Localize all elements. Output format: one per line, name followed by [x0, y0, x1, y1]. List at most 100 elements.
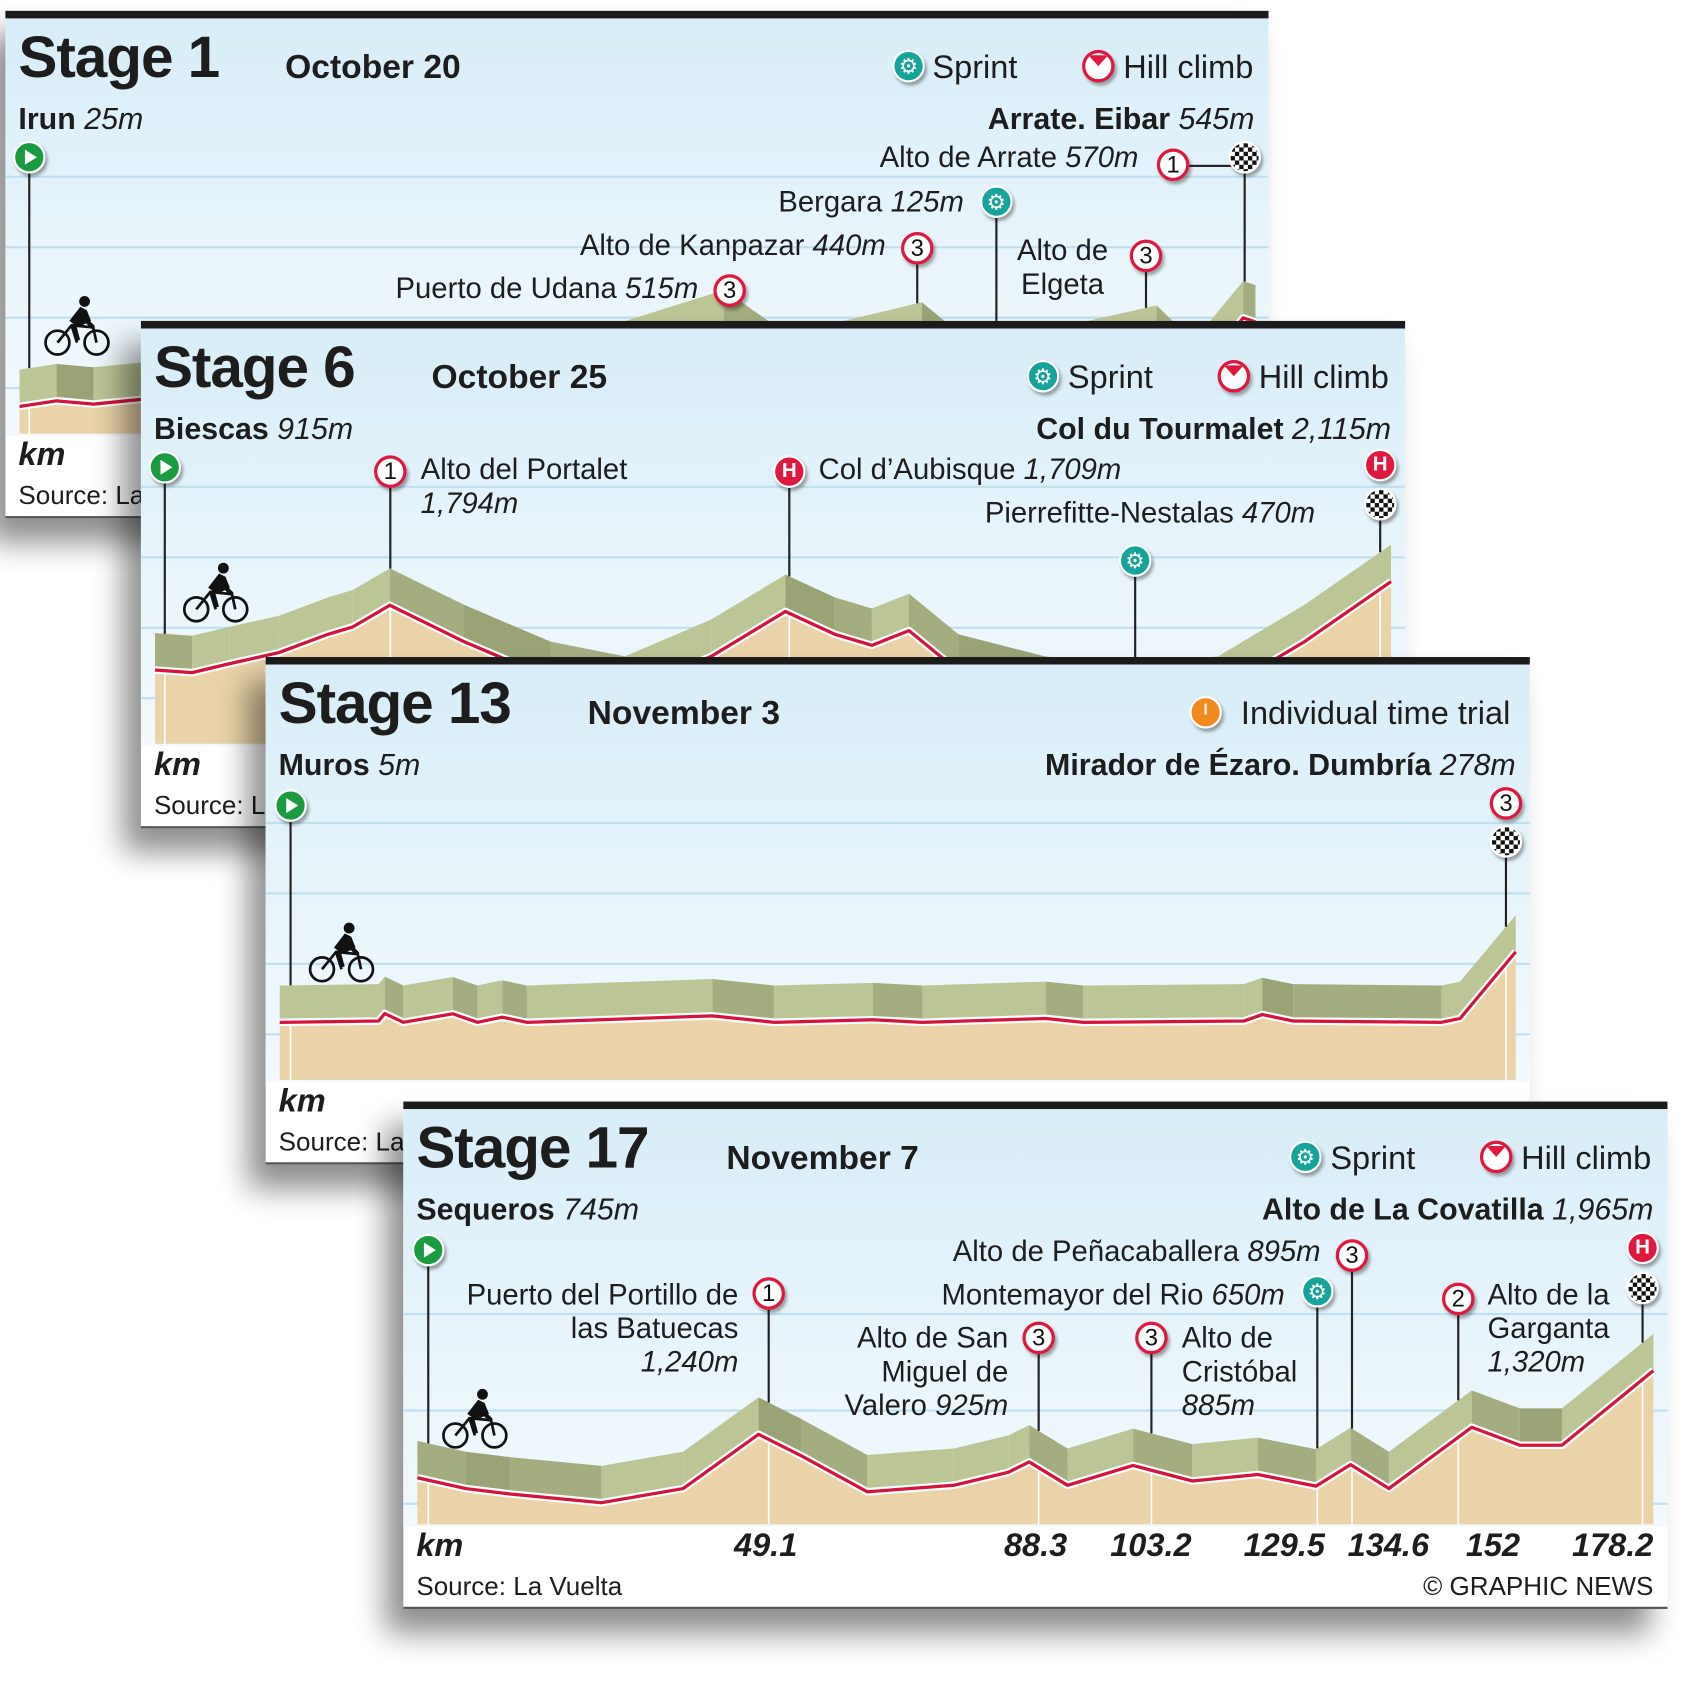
sprint-icon: ⚙ [892, 49, 925, 83]
climb-name-line2: Garganta [1487, 1311, 1610, 1345]
finish-icon [1489, 825, 1523, 858]
km-tick-label: 178.2 [1572, 1527, 1654, 1564]
category-badge: 1 [1156, 148, 1190, 182]
climb-name: Puerto del Portillo de [466, 1278, 739, 1311]
elevation-profile [279, 821, 1519, 1080]
terrain-facet [56, 363, 94, 405]
finish-icon [1228, 140, 1261, 174]
terrain-facet [477, 980, 503, 1023]
gridline [265, 962, 1530, 965]
climb-label: Alto de Peñacaballera 895m [953, 1235, 1321, 1269]
terrain-facet [192, 626, 230, 673]
terrain-facet [922, 981, 1047, 1023]
km-tick-label: 152 [1465, 1527, 1521, 1564]
terrain-facet [1192, 1437, 1258, 1482]
start-name: Biescas [153, 411, 269, 446]
terrain-facet [19, 363, 57, 407]
terrain-facet [1315, 1427, 1351, 1487]
category-badge: 3 [1335, 1239, 1369, 1272]
sprint-name: Montemayor del Rio [941, 1278, 1204, 1311]
km-tick-label: 134.6 [1347, 1527, 1430, 1564]
start-altitude: 915m [277, 411, 354, 446]
category-badge: 3 [713, 274, 746, 307]
climb-name: Alto de [1181, 1321, 1273, 1355]
cyclist-icon [308, 922, 375, 983]
legend-sprint: Sprint [1067, 359, 1153, 396]
terrain-facet [384, 976, 404, 1023]
legend-hill-climb: Hill climb [1521, 1140, 1652, 1177]
terrain-facet [1293, 984, 1442, 1023]
top-rule [140, 320, 1406, 329]
km-axis-label: km [416, 1527, 464, 1564]
start-name: Sequeros [416, 1192, 555, 1227]
category-badge: 3 [1489, 787, 1523, 820]
terrain-facet [1350, 1427, 1389, 1489]
cyclist-icon [442, 1388, 508, 1449]
terrain-facet [1262, 977, 1294, 1022]
connector-line [1189, 164, 1239, 167]
terrain-facet [872, 982, 923, 1023]
start-location: Muros 5m [279, 748, 421, 783]
terrain-facet [510, 1457, 602, 1503]
stage-title: Stage 17 [416, 1115, 649, 1181]
climb-label: Col d’Aubisque 1,709m [819, 453, 1122, 487]
terrain-facet [352, 568, 390, 627]
climb-altitude: 895m [1247, 1234, 1321, 1268]
terrain-facet [526, 979, 713, 1023]
climb-name: Alto de la [1487, 1278, 1610, 1311]
terrain-facet [452, 976, 478, 1023]
hors-categorie-badge: H [1626, 1231, 1659, 1265]
stopwatch-icon [1189, 696, 1222, 729]
hill-climb-icon [1217, 359, 1251, 393]
climb-name: Alto de [1016, 234, 1109, 267]
sprint-icon: ⚙ [980, 185, 1013, 218]
terrain-facet [1388, 1390, 1472, 1489]
terrain-facet [1243, 977, 1263, 1022]
legend-individual-time-trial: Individual time trial [1240, 696, 1511, 732]
hill-climb-icon [1479, 1140, 1513, 1174]
start-location: Sequeros 745m [416, 1193, 639, 1228]
km-tick-label: 49.1 [734, 1527, 798, 1564]
terrain-facet [1519, 1408, 1562, 1446]
finish-name: Col du Tourmalet [1036, 411, 1284, 446]
climb-label: Alto de Kanpazar 440m [580, 229, 886, 263]
finish-altitude: 278m [1439, 748, 1516, 782]
climb-name: Alto de Arrate [879, 140, 1058, 174]
terrain-facet [683, 1397, 759, 1489]
elevation-line [279, 950, 1517, 1024]
finish-name: Mirador de Ézaro. Dumbría [1045, 748, 1432, 782]
elevation-profile [416, 1266, 1656, 1525]
climb-altitude: 570m [1065, 140, 1139, 174]
terrain-facet [867, 1448, 954, 1492]
km-axis-label: km [153, 747, 201, 783]
sprint-icon: ⚙ [1289, 1140, 1322, 1174]
legend-sprint: Sprint [1330, 1140, 1416, 1177]
terrain-facet [389, 568, 465, 642]
climb-name-line2: Miguel de [881, 1355, 1009, 1388]
finish-name: Alto de La Covatilla [1261, 1192, 1544, 1227]
terrain-facet [502, 980, 527, 1023]
start-icon [411, 1233, 445, 1267]
terrain-facet [1029, 1425, 1068, 1486]
terrain-facet [328, 590, 353, 635]
terrain-facet [1441, 981, 1461, 1023]
gridline [403, 1409, 1668, 1412]
start-altitude: 25m [84, 101, 144, 136]
category-badge: 3 [1022, 1321, 1055, 1355]
stage-date: October 25 [431, 357, 608, 396]
finish-location: Alto de La Covatilla 1,965m [1262, 1193, 1653, 1228]
climb-altitude: 1,240m [640, 1345, 739, 1379]
climb-altitude: 925m [935, 1388, 1009, 1422]
elevation-line [417, 1369, 1655, 1505]
km-tick-label: 103.2 [1110, 1527, 1192, 1564]
top-rule [265, 657, 1530, 665]
stage-title: Stage 13 [278, 671, 512, 737]
terrain-facet [758, 1397, 802, 1457]
sprint-altitude: 125m [890, 185, 964, 218]
finish-location: Col du Tourmalet 2,115m [1036, 412, 1391, 447]
climb-name: Alto del Portalet [420, 453, 628, 486]
